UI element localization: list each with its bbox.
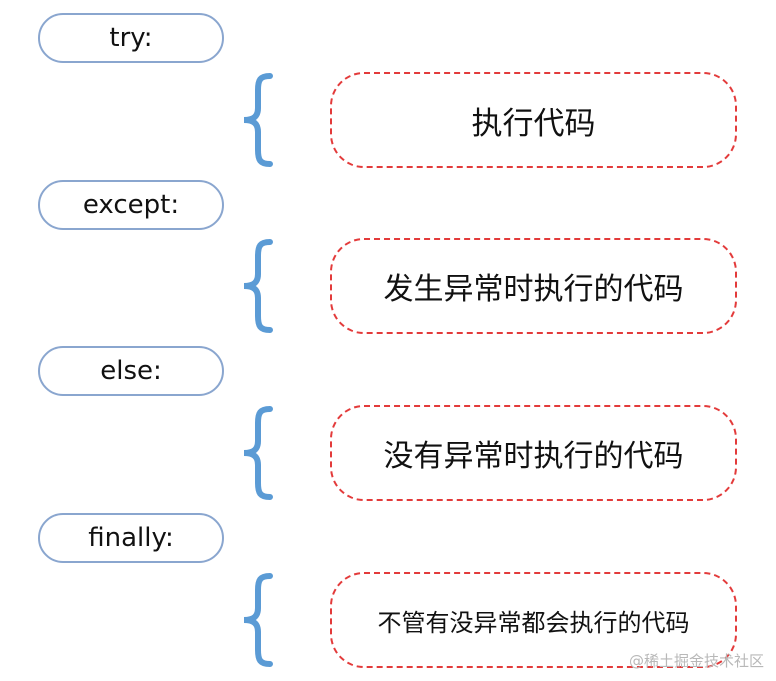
brace-icon (238, 238, 278, 334)
keyword-except: except: (38, 180, 224, 230)
action-else: 没有异常时执行的代码 (330, 405, 737, 501)
keyword-else: else: (38, 346, 224, 396)
brace-icon (238, 72, 278, 168)
action-try: 执行代码 (330, 72, 737, 168)
watermark: @稀土掘金技术社区 (628, 652, 764, 670)
brace-icon (238, 572, 278, 668)
action-except: 发生异常时执行的代码 (330, 238, 737, 334)
keyword-finally: finally: (38, 513, 224, 563)
keyword-try: try: (38, 13, 224, 63)
brace-icon (238, 405, 278, 501)
action-finally: 不管有没异常都会执行的代码 (330, 572, 737, 668)
